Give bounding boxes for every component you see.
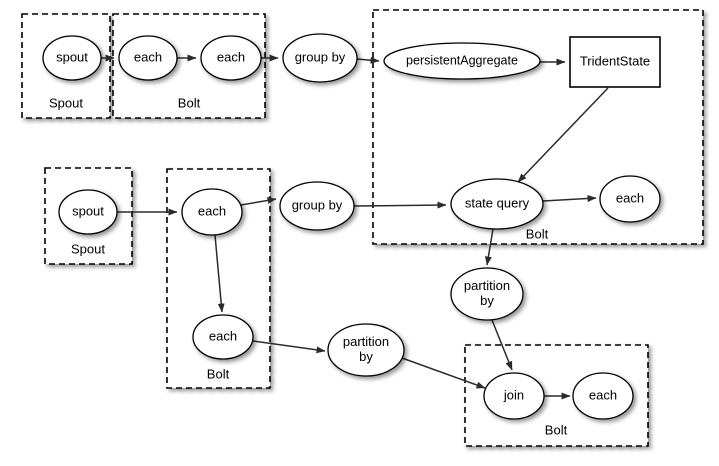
node-label: each (198, 203, 226, 218)
edge-group-by-1-to-persistent-aggregate (356, 56, 380, 64)
group-label: Bolt (545, 422, 568, 437)
node-spout-1[interactable]: spout (42, 35, 102, 81)
node-shape-ellipse[interactable] (599, 175, 661, 223)
node-group-by-1[interactable]: group by (282, 33, 358, 83)
node-each-3[interactable]: each (181, 188, 243, 236)
node-label: persistentAggregate (406, 53, 518, 67)
node-label: by (480, 293, 494, 308)
edge-partition-by-1-to-join (401, 357, 486, 389)
node-label: spout (72, 203, 104, 218)
node-label: TridentState (580, 53, 650, 68)
node-shape-ellipse[interactable] (450, 178, 544, 230)
node-label: each (134, 49, 162, 64)
edge-partition-by-2-to-join (491, 319, 513, 371)
group-label: Bolt (178, 95, 201, 110)
node-shape-ellipse[interactable] (192, 314, 254, 360)
edge-each-5-to-partition-by-1 (252, 340, 326, 354)
node-shape-ellipse[interactable] (327, 323, 405, 377)
node-each-4[interactable]: each (599, 175, 661, 223)
node-persistent-aggregate[interactable]: persistentAggregate (383, 42, 541, 80)
node-shape-ellipse[interactable] (282, 33, 358, 83)
node-shape-ellipse[interactable] (58, 189, 118, 235)
node-each-1[interactable]: each (118, 35, 178, 81)
node-label: group by (295, 49, 346, 64)
node-group-by-2[interactable]: group by (279, 181, 355, 231)
node-shape-ellipse[interactable] (181, 188, 243, 236)
node-shape-ellipse[interactable] (483, 372, 545, 420)
edge-group-by-2-to-state-query (353, 201, 447, 209)
node-label: by (359, 349, 373, 364)
node-spout-2[interactable]: spout (58, 189, 118, 235)
nodes: spout each each group by persistentAggregate… (42, 33, 661, 420)
edge-trident-state-to-state-query (517, 87, 609, 183)
node-shape-ellipse[interactable] (42, 35, 102, 81)
node-shape-ellipse[interactable] (572, 372, 634, 420)
node-label: each (209, 328, 237, 343)
node-label: spout (56, 49, 88, 64)
group-label: Spout (49, 95, 83, 110)
node-shape-ellipse[interactable] (450, 267, 524, 321)
edge-each-3-to-group-by-2 (240, 196, 277, 206)
node-label: group by (292, 197, 343, 212)
edge-state-query-to-partition-by-2 (484, 228, 494, 266)
node-each-2[interactable]: each (200, 35, 262, 81)
node-shape-ellipse[interactable] (383, 42, 541, 80)
node-shape-ellipse[interactable] (200, 35, 262, 81)
node-state-query[interactable]: state query (450, 178, 544, 230)
group-label: Bolt (207, 366, 230, 381)
edge-state-query-to-each-4 (542, 194, 597, 202)
node-label: each (589, 387, 617, 402)
group-label: Bolt (526, 226, 549, 241)
group-label: Spout (71, 241, 105, 256)
node-shape-ellipse[interactable] (279, 181, 355, 231)
node-trident-state[interactable]: TridentState (569, 36, 661, 88)
node-join[interactable]: join (483, 372, 545, 420)
node-label: partition (464, 278, 510, 293)
node-label: join (503, 387, 524, 402)
node-each-5[interactable]: each (192, 314, 254, 360)
node-label: each (217, 49, 245, 64)
node-label: state query (465, 195, 530, 210)
node-shape-ellipse[interactable] (118, 35, 178, 81)
node-each-6[interactable]: each (572, 372, 634, 420)
node-shape-rect[interactable] (569, 36, 661, 88)
node-label: each (616, 190, 644, 205)
edge-each-3-to-each-5 (214, 234, 225, 313)
node-label: partition (343, 334, 389, 349)
edges (101, 54, 609, 400)
